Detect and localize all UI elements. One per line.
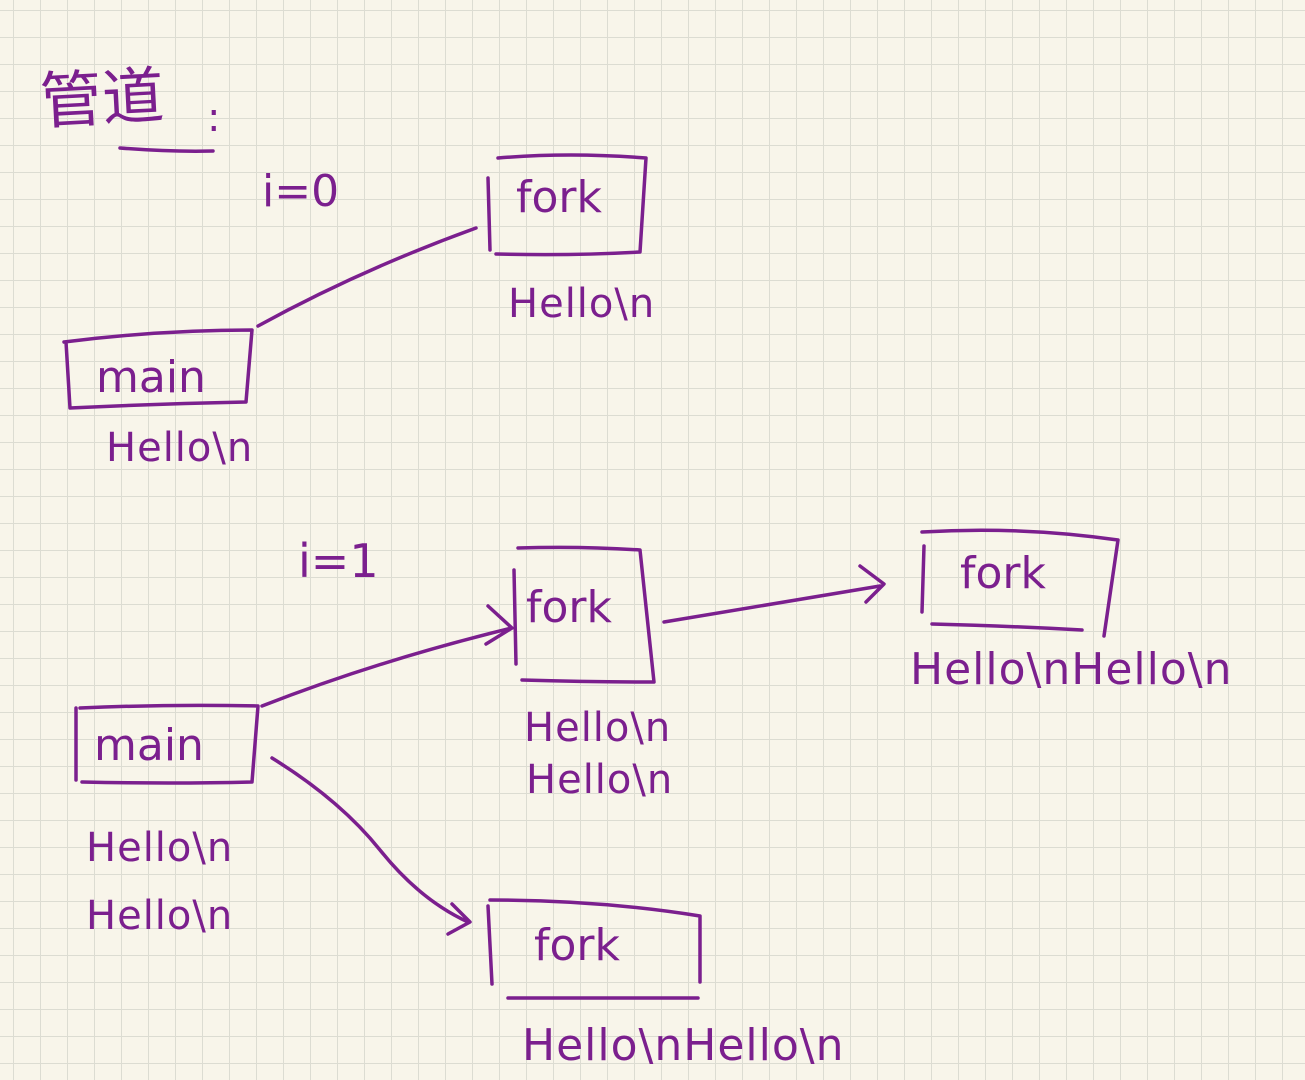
- i0-fork-label: fork: [516, 172, 602, 223]
- i0-fork-box: [486, 153, 648, 257]
- i1-arrow-main-forkA: [260, 604, 514, 708]
- i1-arrow-forkA-forkB: [662, 564, 886, 624]
- i1-arrow-main-forkC: [270, 756, 472, 936]
- iteration-0-label: i=0: [262, 166, 340, 217]
- i1-forkB-label: fork: [960, 548, 1046, 599]
- i1-main-output-1: Hello\n: [86, 825, 234, 871]
- page-title: 管道: [38, 58, 166, 139]
- i0-fork-output-1: Hello\n: [508, 281, 656, 327]
- i1-main-output-2: Hello\n: [86, 893, 234, 939]
- i0-main-output-1: Hello\n: [106, 425, 254, 471]
- i1-main-box: [74, 703, 260, 785]
- title-colon: :: [207, 95, 221, 141]
- iteration-1-label: i=1: [298, 534, 379, 588]
- i0-main-box: [62, 328, 254, 410]
- i1-forkC-output-1: Hello\nHello\n: [522, 1020, 845, 1071]
- i1-forkA-output-2: Hello\n: [526, 757, 674, 803]
- i1-forkB-box: [920, 528, 1120, 638]
- i1-forkC-label: fork: [534, 920, 620, 971]
- i1-forkA-label: fork: [526, 582, 612, 633]
- title-underline: [118, 146, 215, 153]
- i0-main-label: main: [96, 352, 206, 403]
- i0-arrow-main-fork: [256, 226, 478, 328]
- i1-main-label: main: [94, 720, 204, 771]
- i1-forkA-box: [512, 545, 656, 684]
- i1-forkA-output-1: Hello\n: [524, 705, 672, 751]
- i1-forkC-box: [486, 898, 702, 1000]
- i1-forkB-output-1: Hello\nHello\n: [910, 644, 1233, 695]
